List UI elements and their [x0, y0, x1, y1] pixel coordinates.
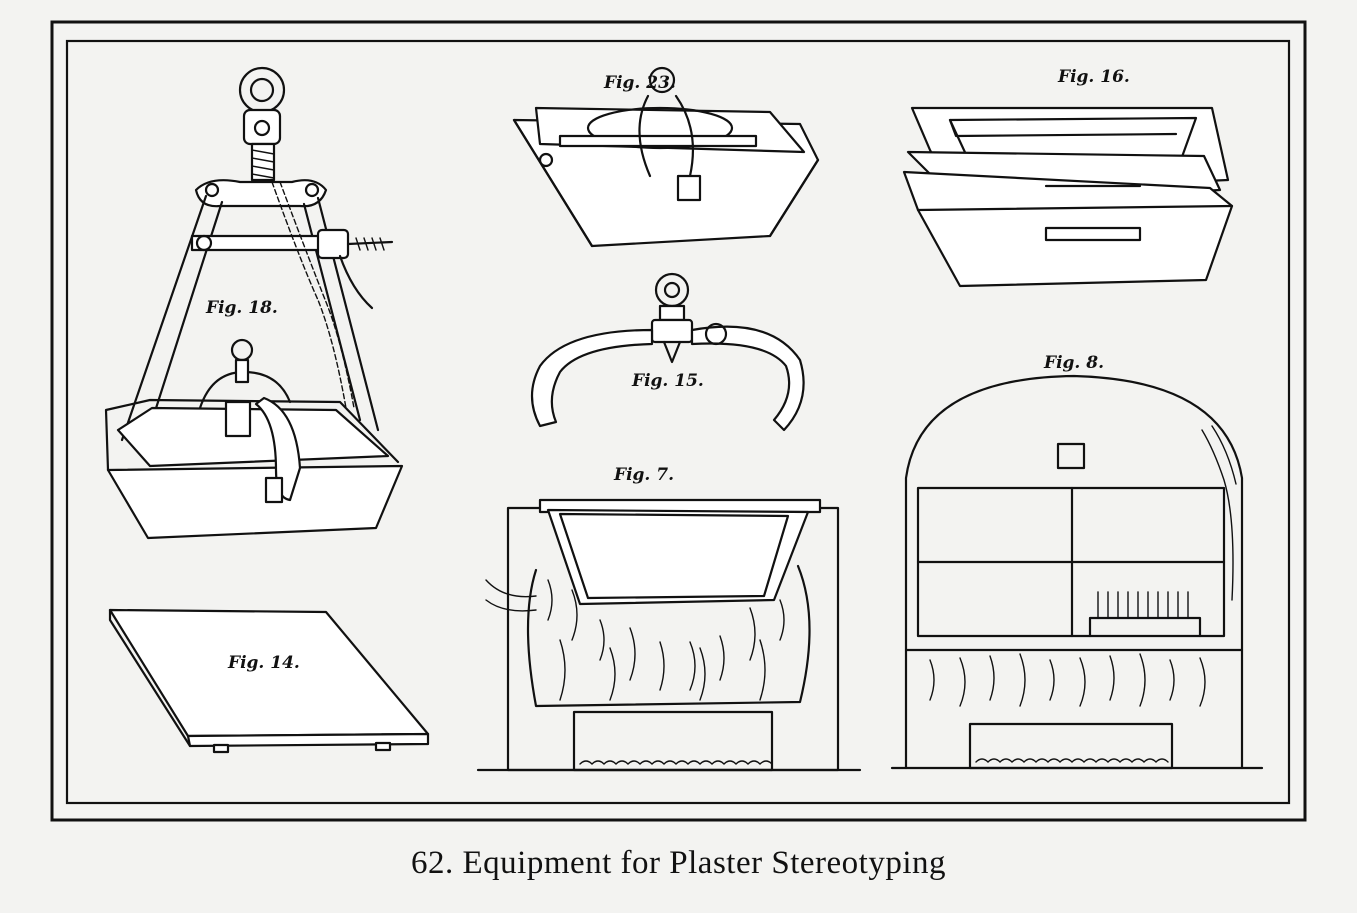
fig-23-label: Fig. 23. [603, 73, 676, 93]
fig-8-oven-drawing: Fig. 8. [890, 353, 1264, 770]
fig-8-flames [929, 653, 1206, 707]
fig-16-label: Fig. 16. [1057, 67, 1130, 87]
fig-14-plate-drawing: Fig. 14. [108, 608, 430, 754]
fig-15-label: Fig. 15. [631, 371, 704, 391]
fig-16-frames-drawing: Fig. 16. [902, 67, 1234, 288]
fig-23-flask-drawing: Fig. 23. [512, 66, 820, 248]
inner-frame [65, 39, 1291, 805]
plate-caption: 62. Equipment for Plaster Stereotyping [411, 845, 946, 881]
fig-7-furnace-drawing: Fig. 7. [476, 465, 862, 772]
fig-8-label: Fig. 8. [1043, 353, 1104, 373]
fig-18-label: Fig. 18. [205, 298, 278, 318]
outer-frame [50, 20, 1307, 822]
fig-7-label: Fig. 7. [613, 465, 674, 485]
fig-15-tongs-drawing: Fig. 15. [530, 272, 805, 432]
fig-14-label: Fig. 14. [227, 653, 300, 673]
fig-18-hoist-drawing: Fig. 18. [104, 66, 404, 540]
fig-7-flames [547, 579, 785, 701]
